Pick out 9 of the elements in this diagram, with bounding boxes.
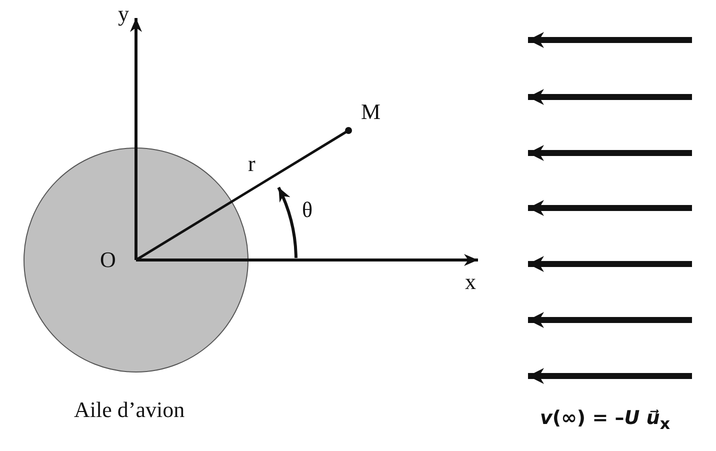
velocity-formula: v(∞) = –U u⃗$_{x}$ <box>540 406 670 435</box>
caption: Aile d’avion <box>74 398 185 422</box>
radius-line <box>135 130 347 262</box>
axis-label: y <box>118 2 129 26</box>
axis-label: x <box>465 270 476 294</box>
point-name: M <box>361 100 381 124</box>
point-name: O <box>100 248 116 272</box>
angle-label: θ <box>302 198 313 222</box>
edge-label: r <box>248 152 256 176</box>
